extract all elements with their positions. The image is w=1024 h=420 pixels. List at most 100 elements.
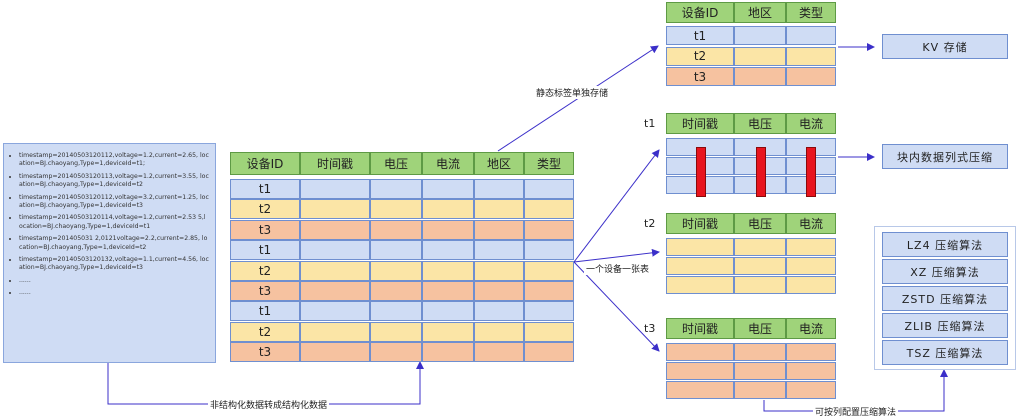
header-voltage: 电压	[370, 152, 422, 175]
main-row-cell	[474, 260, 524, 281]
main-row-cell	[474, 199, 524, 220]
device-table-cell	[666, 238, 734, 256]
device-table-cell	[734, 362, 786, 380]
device-table-label: t1	[644, 117, 656, 130]
main-row-cell	[300, 260, 370, 281]
device-table-cell	[734, 257, 786, 275]
tag-row-cell	[786, 67, 836, 86]
device-table-label: t2	[644, 217, 656, 230]
device-table-cell	[734, 381, 786, 399]
tag-row-cell	[734, 46, 786, 66]
header-current: 电流	[422, 152, 474, 175]
device-table-header: 时间戳	[666, 113, 734, 134]
header-type: 类型	[524, 152, 574, 175]
main-row-cell	[422, 240, 474, 261]
main-row-cell	[300, 301, 370, 322]
header-timestamp: 时间戳	[300, 152, 370, 175]
device-table-header: 电流	[786, 213, 836, 234]
main-row-device-id: t2	[230, 321, 300, 342]
main-row-cell	[474, 281, 524, 301]
main-row-cell	[474, 342, 524, 363]
tag-header-type: 类型	[786, 2, 836, 23]
device-table-header: 电流	[786, 113, 836, 134]
main-row-cell	[422, 281, 474, 301]
device-table-label: t3	[644, 322, 656, 335]
tag-header-region: 地区	[734, 2, 786, 23]
main-row-cell	[300, 179, 370, 199]
device-table-header: 电压	[734, 318, 786, 339]
log-entry: timestamp=20140503120112,voltage=3.2,cur…	[19, 194, 209, 211]
main-row-cell	[300, 342, 370, 363]
column-compress-box: 块内数据列式压缩	[882, 144, 1008, 169]
main-row-cell	[300, 281, 370, 301]
one-table-per-device-note: 一个设备一张表	[584, 262, 652, 275]
device-table-cell	[666, 381, 734, 399]
static-tags-note: 静态标签单独存储	[534, 86, 611, 99]
main-row-cell	[370, 240, 422, 261]
main-row-cell	[300, 199, 370, 220]
main-row-device-id: t2	[230, 199, 300, 220]
main-row-cell	[370, 219, 422, 240]
main-row-cell	[474, 301, 524, 322]
main-row-cell	[370, 260, 422, 281]
log-entry: ......	[19, 289, 209, 297]
main-row-cell	[422, 260, 474, 281]
to-t1-table-arrow	[573, 149, 660, 263]
main-row-cell	[524, 240, 574, 261]
tag-row-cell	[786, 26, 836, 45]
header-device-id: 设备ID	[230, 152, 300, 175]
device-table-cell	[666, 362, 734, 380]
main-row-cell	[370, 321, 422, 342]
main-row-cell	[474, 179, 524, 199]
main-row-device-id: t1	[230, 240, 300, 261]
main-row-cell	[474, 240, 524, 261]
main-row-device-id: t3	[230, 342, 300, 363]
per-column-algo-note: 可按列配置压缩算法	[813, 405, 899, 418]
main-row-cell	[300, 240, 370, 261]
device-table-cell	[786, 381, 836, 399]
main-row-device-id: t3	[230, 281, 300, 301]
main-row-cell	[300, 219, 370, 240]
main-row-cell	[422, 321, 474, 342]
tag-header-device-id: 设备ID	[666, 2, 734, 23]
main-row-cell	[422, 179, 474, 199]
device-table-cell	[666, 276, 734, 294]
algo-xz: XZ 压缩算法	[882, 259, 1008, 284]
main-row-device-id: t1	[230, 179, 300, 199]
log-entry: timestamp=20140503120113,voltage=1.2,cur…	[19, 173, 209, 190]
to-t2-table-arrow	[573, 248, 660, 263]
column-block-bar	[696, 147, 706, 197]
main-row-cell	[370, 342, 422, 363]
device-table-cell	[786, 343, 836, 361]
tag-row-device-id: t2	[666, 46, 734, 66]
main-row-cell	[370, 199, 422, 220]
log-entry: timestamp=20140503120112,voltage=1.2,cur…	[19, 152, 209, 169]
main-row-cell	[524, 281, 574, 301]
tag-row-device-id: t1	[666, 26, 734, 45]
algo-zstd: ZSTD 压缩算法	[882, 286, 1008, 311]
device-table-cell	[786, 238, 836, 256]
main-row-cell	[524, 260, 574, 281]
main-row-cell	[370, 281, 422, 301]
device-table-cell	[786, 276, 836, 294]
column-block-bar	[756, 147, 766, 197]
log-entry: timestamp=20140503120114,voltage=1.2,cur…	[19, 214, 209, 231]
main-row-cell	[422, 342, 474, 363]
device-table-cell	[734, 343, 786, 361]
device-table-header: 时间戳	[666, 318, 734, 339]
main-row-cell	[370, 179, 422, 199]
column-block-bar	[806, 147, 816, 197]
main-row-cell	[474, 321, 524, 342]
device-table-header: 电压	[734, 213, 786, 234]
device-table-cell	[666, 257, 734, 275]
to-t3-table-arrow	[573, 261, 660, 352]
main-row-cell	[524, 301, 574, 322]
device-table-header: 电压	[734, 113, 786, 134]
tag-row-cell	[786, 46, 836, 66]
device-table-cell	[786, 257, 836, 275]
main-row-cell	[370, 301, 422, 322]
device-table-cell	[734, 238, 786, 256]
unstructured-to-structured-note: 非结构化数据转成结构化数据	[208, 398, 330, 411]
tag-row-cell	[734, 26, 786, 45]
main-row-cell	[524, 321, 574, 342]
